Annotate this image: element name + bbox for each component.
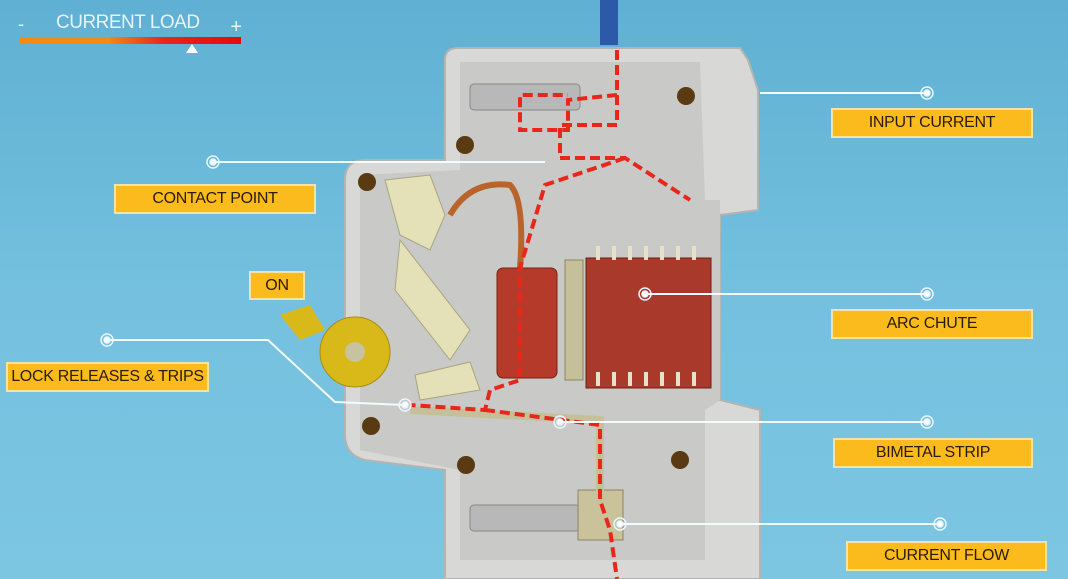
screw-hole — [677, 87, 695, 105]
label-current-flow: CURRENT FLOW — [846, 541, 1047, 571]
label-contact-point: CONTACT POINT — [114, 184, 316, 214]
yoke — [564, 259, 584, 381]
label-arc-chute: ARC CHUTE — [831, 309, 1033, 339]
screw-hole — [671, 451, 689, 469]
arc-chute-plates — [596, 246, 696, 386]
screw-hole — [456, 136, 474, 154]
contact-arm — [394, 238, 471, 361]
load-level-marker — [186, 44, 199, 53]
input-wire — [600, 0, 618, 45]
current-path — [409, 50, 692, 579]
connector-dots — [100, 86, 947, 531]
latch-lever — [384, 174, 446, 251]
label-input-current: INPUT CURRENT — [831, 108, 1033, 138]
load-min-symbol: - — [18, 14, 24, 34]
label-bimetal-strip: BIMETAL STRIP — [833, 438, 1033, 468]
load-gradient-bar — [19, 37, 241, 44]
connector-lines — [107, 92, 940, 525]
handle-pivot — [345, 342, 365, 362]
trip-lock — [414, 361, 481, 401]
screw-hole — [457, 456, 475, 474]
screw-hole — [362, 417, 380, 435]
magnetic-coil — [496, 267, 558, 379]
label-on: ON — [249, 271, 305, 300]
arc-chute — [585, 257, 712, 389]
copper-braid — [447, 181, 525, 269]
load-title: CURRENT LOAD — [56, 12, 200, 33]
output-terminal-screw — [469, 504, 581, 532]
screw-hole — [358, 173, 376, 191]
label-lock-releases-trips: LOCK RELEASES & TRIPS — [6, 362, 209, 392]
current-load-indicator: - CURRENT LOAD + — [18, 8, 242, 54]
load-max-symbol: + — [230, 16, 242, 38]
on-handle[interactable] — [280, 305, 325, 340]
